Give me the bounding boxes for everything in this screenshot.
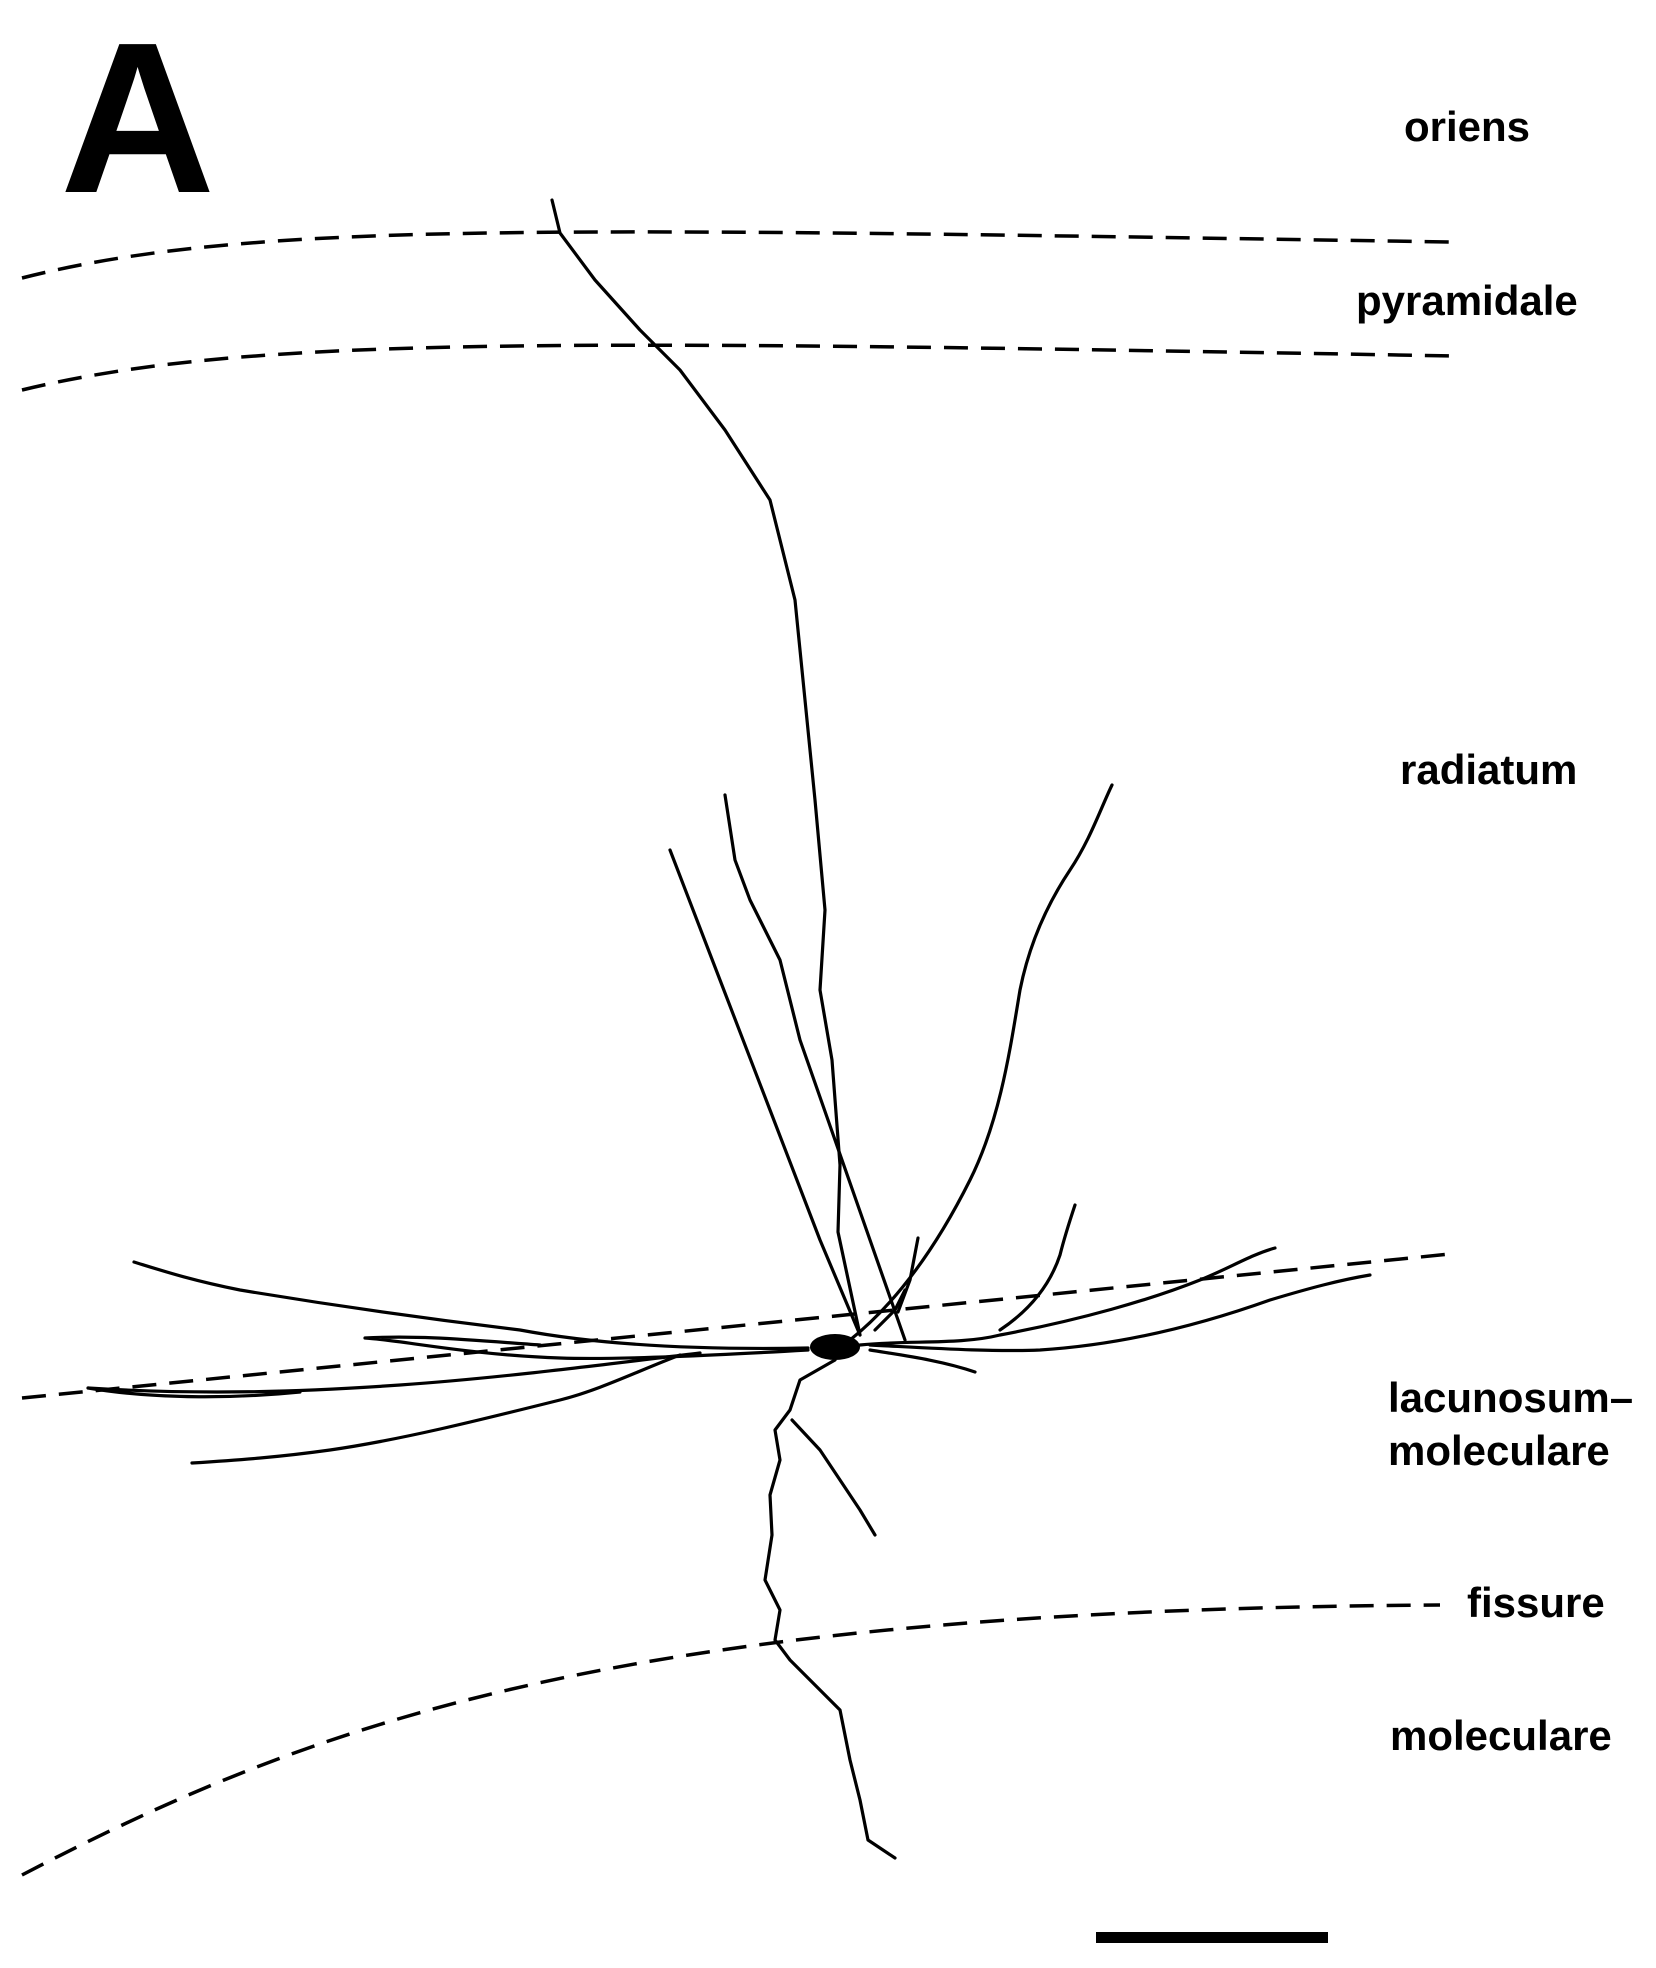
boundary-pyramidale-radiatum (21, 343, 1456, 392)
boundary-oriens-pyramidale (21, 230, 1451, 280)
label-moleculare: moleculare (1390, 1712, 1612, 1759)
apical-dendrite-main (550, 198, 862, 1337)
label-radiatum: radiatum (1400, 746, 1578, 793)
dendrite-right-3 (998, 1203, 1077, 1332)
label-oriens: oriens (1404, 103, 1531, 150)
descending-dendrite (763, 1358, 897, 1860)
boundary-fissure (21, 1603, 1441, 1877)
dendrite-right-2 (868, 1273, 1372, 1353)
label-lacunosum-line2: moleculare (1388, 1426, 1610, 1474)
dendrite-branch-2 (723, 793, 907, 1342)
dendrite-right-1 (858, 1246, 1277, 1347)
dendrite-left-3 (86, 1351, 702, 1399)
label-pyramidale: pyramidale (1356, 277, 1578, 324)
dendrite-right-4 (868, 1348, 977, 1374)
panel-label: A (60, 0, 216, 238)
label-fissure: fissure (1467, 1579, 1605, 1626)
dendrite-left-1 (132, 1260, 810, 1351)
label-lacunosum-line1: lacunosum– (1388, 1374, 1634, 1421)
scale-bar (1096, 1932, 1328, 1943)
dendrite-branch-3 (848, 783, 1114, 1342)
dendrite-branch-1 (668, 848, 862, 1337)
label-lacunosum-moleculare: lacunosum– moleculare (1388, 1372, 1633, 1477)
dendrite-left-4 (190, 1353, 682, 1465)
boundary-radiatum-lacunosum (21, 1252, 1451, 1400)
dendrite-branch-5 (873, 1288, 907, 1332)
descending-branch (790, 1418, 877, 1537)
dendrite-branch-4 (896, 1236, 920, 1314)
cell-body (810, 1334, 860, 1360)
